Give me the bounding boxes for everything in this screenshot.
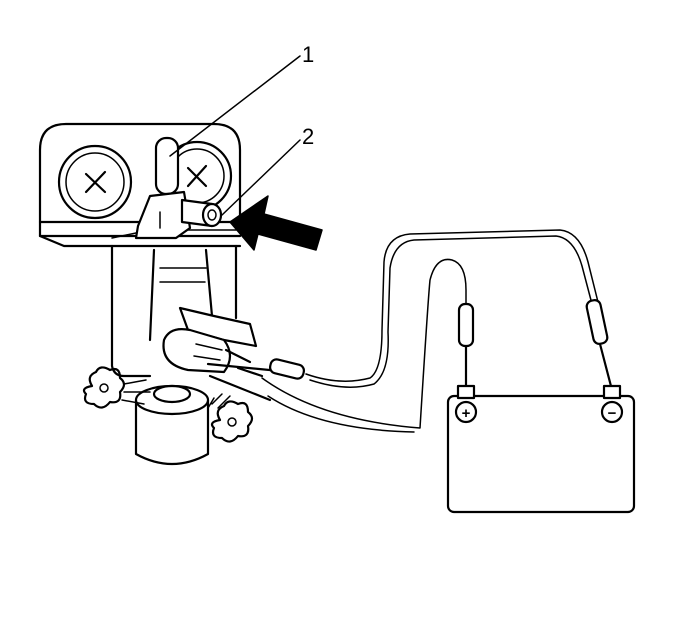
- positive-sign: +: [462, 405, 471, 422]
- battery: + −: [446, 384, 636, 514]
- valve-housing: [110, 244, 238, 378]
- battery-positive-terminal: +: [454, 384, 478, 424]
- negative-sign: −: [608, 405, 617, 422]
- air-puff-left: [82, 366, 151, 409]
- solenoid-nozzle: [180, 198, 223, 228]
- air-puff-right: [207, 393, 254, 443]
- arrow-pointer: [229, 195, 323, 251]
- battery-negative-terminal: −: [600, 384, 624, 424]
- callout-2-label: 2: [302, 124, 314, 149]
- callouts: 1 2: [169, 42, 314, 216]
- callout-1-label: 1: [302, 42, 314, 67]
- jumper-wire-positive: [261, 258, 475, 433]
- jumper-wire-negative: [268, 229, 614, 392]
- vacuum-solenoid: [134, 136, 223, 240]
- screw-left: [57, 144, 133, 220]
- outlet-cup: [134, 384, 210, 465]
- electrical-connector: [162, 306, 292, 402]
